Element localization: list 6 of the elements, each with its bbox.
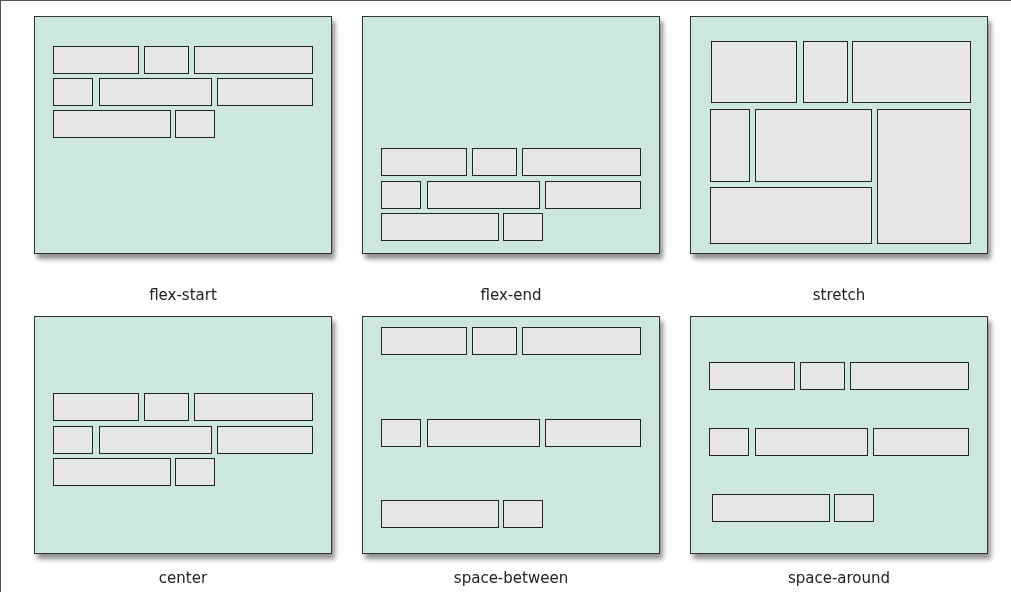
caption-label: flex-start (149, 286, 217, 304)
caption-label: space-around (787, 569, 891, 587)
caption-label: space-between (453, 569, 569, 587)
caption-label: stretch (812, 286, 866, 304)
caption-label: center (158, 569, 208, 587)
caption-label: flex-end (480, 286, 542, 304)
